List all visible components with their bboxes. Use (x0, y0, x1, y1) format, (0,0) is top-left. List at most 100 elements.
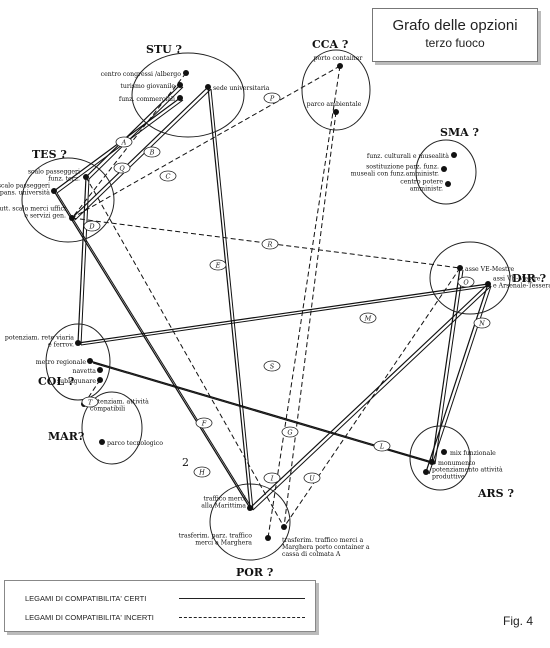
group-circle-tes (21, 157, 115, 243)
link-d (77, 176, 87, 344)
link-d-parallel (80, 178, 90, 346)
annotation-num-2: 2 (182, 456, 189, 469)
link-label-q: Q (119, 165, 125, 173)
legend-certain-line (179, 598, 305, 599)
option-node-dir1 (457, 265, 463, 271)
option-node-sma1 (451, 152, 457, 158)
link-label-s: S (270, 363, 275, 371)
option-node-stu3 (177, 95, 183, 101)
link-n (425, 283, 489, 473)
link-label-h: H (198, 469, 205, 477)
link-label-bubble-a (115, 136, 133, 148)
option-node-por3 (281, 524, 287, 530)
option-node-stu2 (177, 82, 183, 88)
group-label-ars: ARS ? (477, 487, 514, 500)
link-label-bubble-s (263, 360, 281, 372)
option-label-stu1: centro congressi /albergo (101, 71, 182, 78)
link-c (71, 86, 209, 219)
link-label-r: R (267, 241, 273, 249)
option-label-stu3: funz. commerciali (119, 96, 175, 103)
link-label-n: N (478, 320, 485, 328)
link-label-t: T (88, 399, 93, 407)
link-label-l: L (379, 443, 384, 451)
group-label-col: COL ? (38, 375, 74, 388)
group-circle-por (209, 483, 291, 561)
option-node-dir2 (485, 281, 491, 287)
link-label-i: I (270, 475, 274, 483)
link-g (283, 111, 337, 528)
link-o (431, 267, 461, 463)
link-label-bubble-b (143, 146, 161, 158)
option-node-col3 (97, 367, 103, 373)
option-node-sma3 (445, 181, 451, 187)
option-node-tes3 (69, 215, 75, 221)
link-e (207, 86, 251, 509)
link-label-bubble-n (473, 317, 491, 329)
link-label-bubble-r (261, 238, 279, 250)
group-label-dir: DIR ? (512, 272, 546, 285)
option-node-sma2 (441, 166, 447, 172)
link-label-bubble-d (83, 220, 101, 232)
group-circle-sma (415, 139, 477, 205)
option-label-stu2: turismo giovanile (120, 83, 175, 90)
link-label-p: P (269, 95, 275, 103)
link-label-bubble-m (359, 312, 377, 324)
link-f (53, 190, 251, 509)
option-node-ars1 (441, 449, 447, 455)
option-node-tes1 (83, 174, 89, 180)
group-circle-mar (81, 391, 143, 465)
link-label-bubble-u (303, 472, 321, 484)
group-circle-dir (429, 241, 511, 315)
link-label-c: C (166, 173, 171, 181)
option-node-ars3 (423, 469, 429, 475)
link-e-parallel (210, 88, 254, 511)
link-label-bubble-t (81, 396, 99, 408)
group-circle-col (45, 323, 111, 401)
link-a-parallel (88, 86, 184, 180)
option-node-col2 (87, 358, 93, 364)
link-label-bubble-p (263, 92, 281, 104)
legend-certain-label: LEGAMI DI COMPATIBILITA' CERTI (25, 594, 147, 603)
group-label-mar: MAR? (48, 430, 84, 443)
option-label-sma2: sostituzione parz. funz.museali con funz… (351, 164, 439, 178)
figure-label: Fig. 4 (503, 614, 534, 628)
link-label-f: F (201, 420, 207, 428)
group-label-stu: STU ? (146, 43, 182, 56)
link-label-bubble-f (195, 417, 213, 429)
option-label-cca1: porto container (314, 55, 363, 62)
link-label-bubble-h (193, 466, 211, 478)
link-label-bubble-g (281, 426, 299, 438)
legend-uncertain-line (179, 617, 305, 618)
option-label-dir1: asse VE-Mestre (465, 266, 514, 273)
option-label-cca2: parco ambientale (307, 101, 362, 108)
option-label-stu4: sede universitaria (213, 85, 270, 92)
diagram-subtitle: terzo fuoco (425, 36, 485, 50)
option-node-stu4 (205, 84, 211, 90)
legend-uncertain-label: LEGAMI DI COMPATIBILITA' INCERTI (25, 613, 154, 622)
link-label-bubble-o (457, 276, 475, 288)
option-node-por2 (265, 535, 271, 541)
link-label-m: M (364, 315, 372, 323)
link-n-parallel (428, 285, 492, 475)
option-node-ars2 (429, 459, 435, 465)
link-label-d: D (88, 223, 95, 231)
option-node-tes2 (51, 188, 57, 194)
group-circle-cca (301, 49, 371, 131)
link-h (85, 176, 285, 528)
option-node-por1 (247, 505, 253, 511)
link-i (249, 283, 489, 509)
link-p (71, 65, 341, 219)
group-circle-ars (409, 425, 471, 491)
option-node-stu1 (183, 70, 189, 76)
group-label-cca: CCA ? (312, 38, 348, 51)
link-label-bubble-l (373, 440, 391, 452)
